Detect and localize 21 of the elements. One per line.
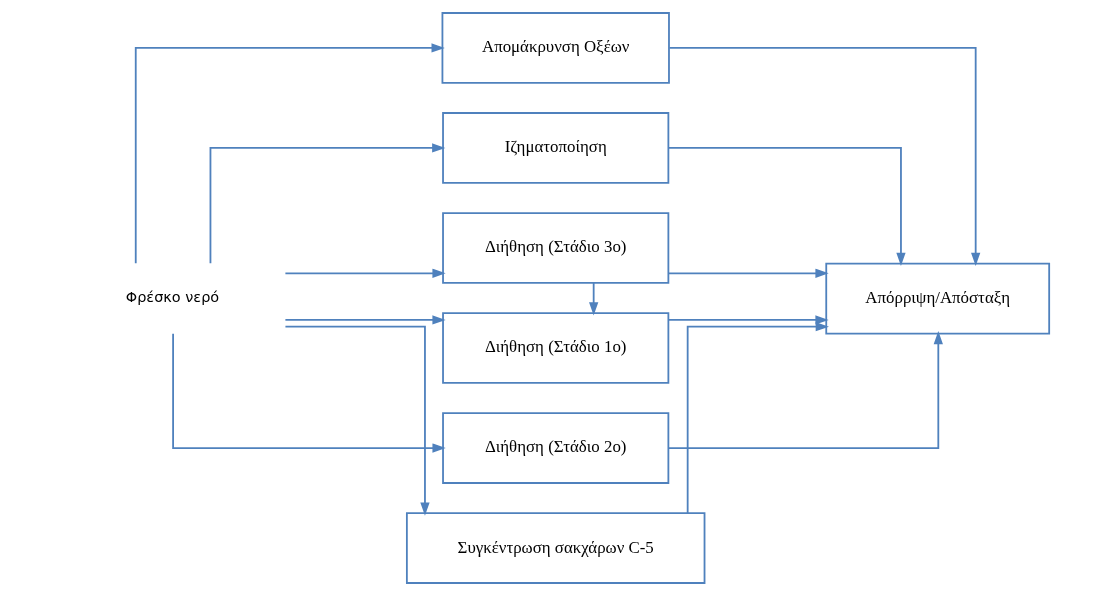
node-box: Ιζηματοποίηση xyxy=(441,112,669,184)
node-box: Συγκέντρωση σακχάρων C-5 xyxy=(405,512,705,584)
arrow xyxy=(284,325,430,516)
arrow xyxy=(686,322,829,514)
node-box: Διήθηση (Στάδιο 1ο) xyxy=(441,312,669,384)
node-box: Απομάκρυνση Οξέων xyxy=(441,12,670,84)
arrow xyxy=(667,330,943,449)
arrow xyxy=(667,268,829,278)
arrow xyxy=(284,315,446,325)
arrow xyxy=(667,315,829,325)
node-box: Διήθηση (Στάδιο 2ο) xyxy=(441,412,669,484)
node-text: Φρέσκο νερό xyxy=(125,289,219,306)
node-box: Απόρριψη/Απόσταξη xyxy=(824,262,1050,335)
arrow xyxy=(667,147,906,266)
arrow xyxy=(209,143,445,265)
arrow xyxy=(171,332,446,453)
arrow xyxy=(588,282,598,316)
node-box: Διήθηση (Στάδιο 3ο) xyxy=(441,212,669,284)
arrow xyxy=(284,268,446,278)
arrow xyxy=(667,47,980,266)
arrow xyxy=(134,43,445,265)
